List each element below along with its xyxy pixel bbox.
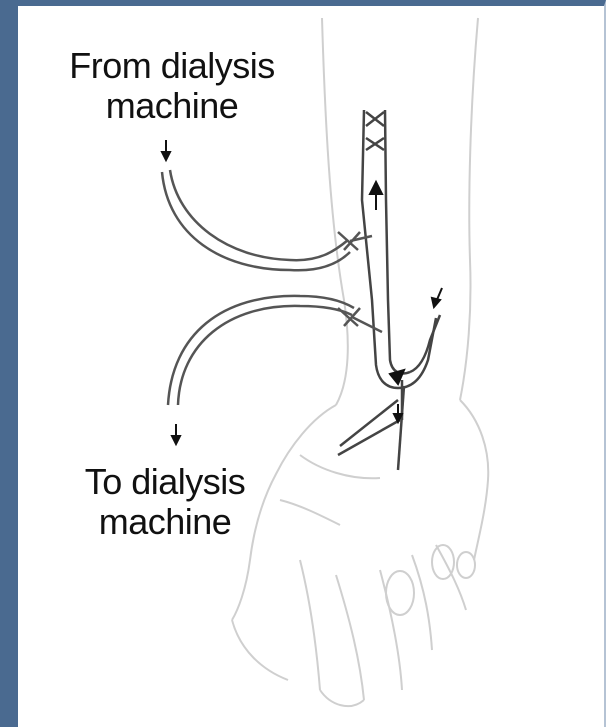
- label-from-line1: From dialysis: [42, 46, 302, 86]
- label-from-dialysis-machine: From dialysis machine: [42, 46, 302, 126]
- wrist-needles: [338, 380, 404, 470]
- tube-from-machine: [162, 170, 372, 270]
- label-to-line1: To dialysis: [40, 462, 290, 502]
- hand-outline: [232, 400, 488, 706]
- label-to-dialysis-machine: To dialysis machine: [40, 462, 290, 542]
- label-to-line2: machine: [40, 502, 290, 542]
- arm-outline: [322, 18, 478, 405]
- flow-arrows: [162, 140, 442, 444]
- tube-to-machine: [168, 296, 382, 405]
- vessel-graft: [362, 110, 440, 388]
- label-from-line2: machine: [42, 86, 302, 126]
